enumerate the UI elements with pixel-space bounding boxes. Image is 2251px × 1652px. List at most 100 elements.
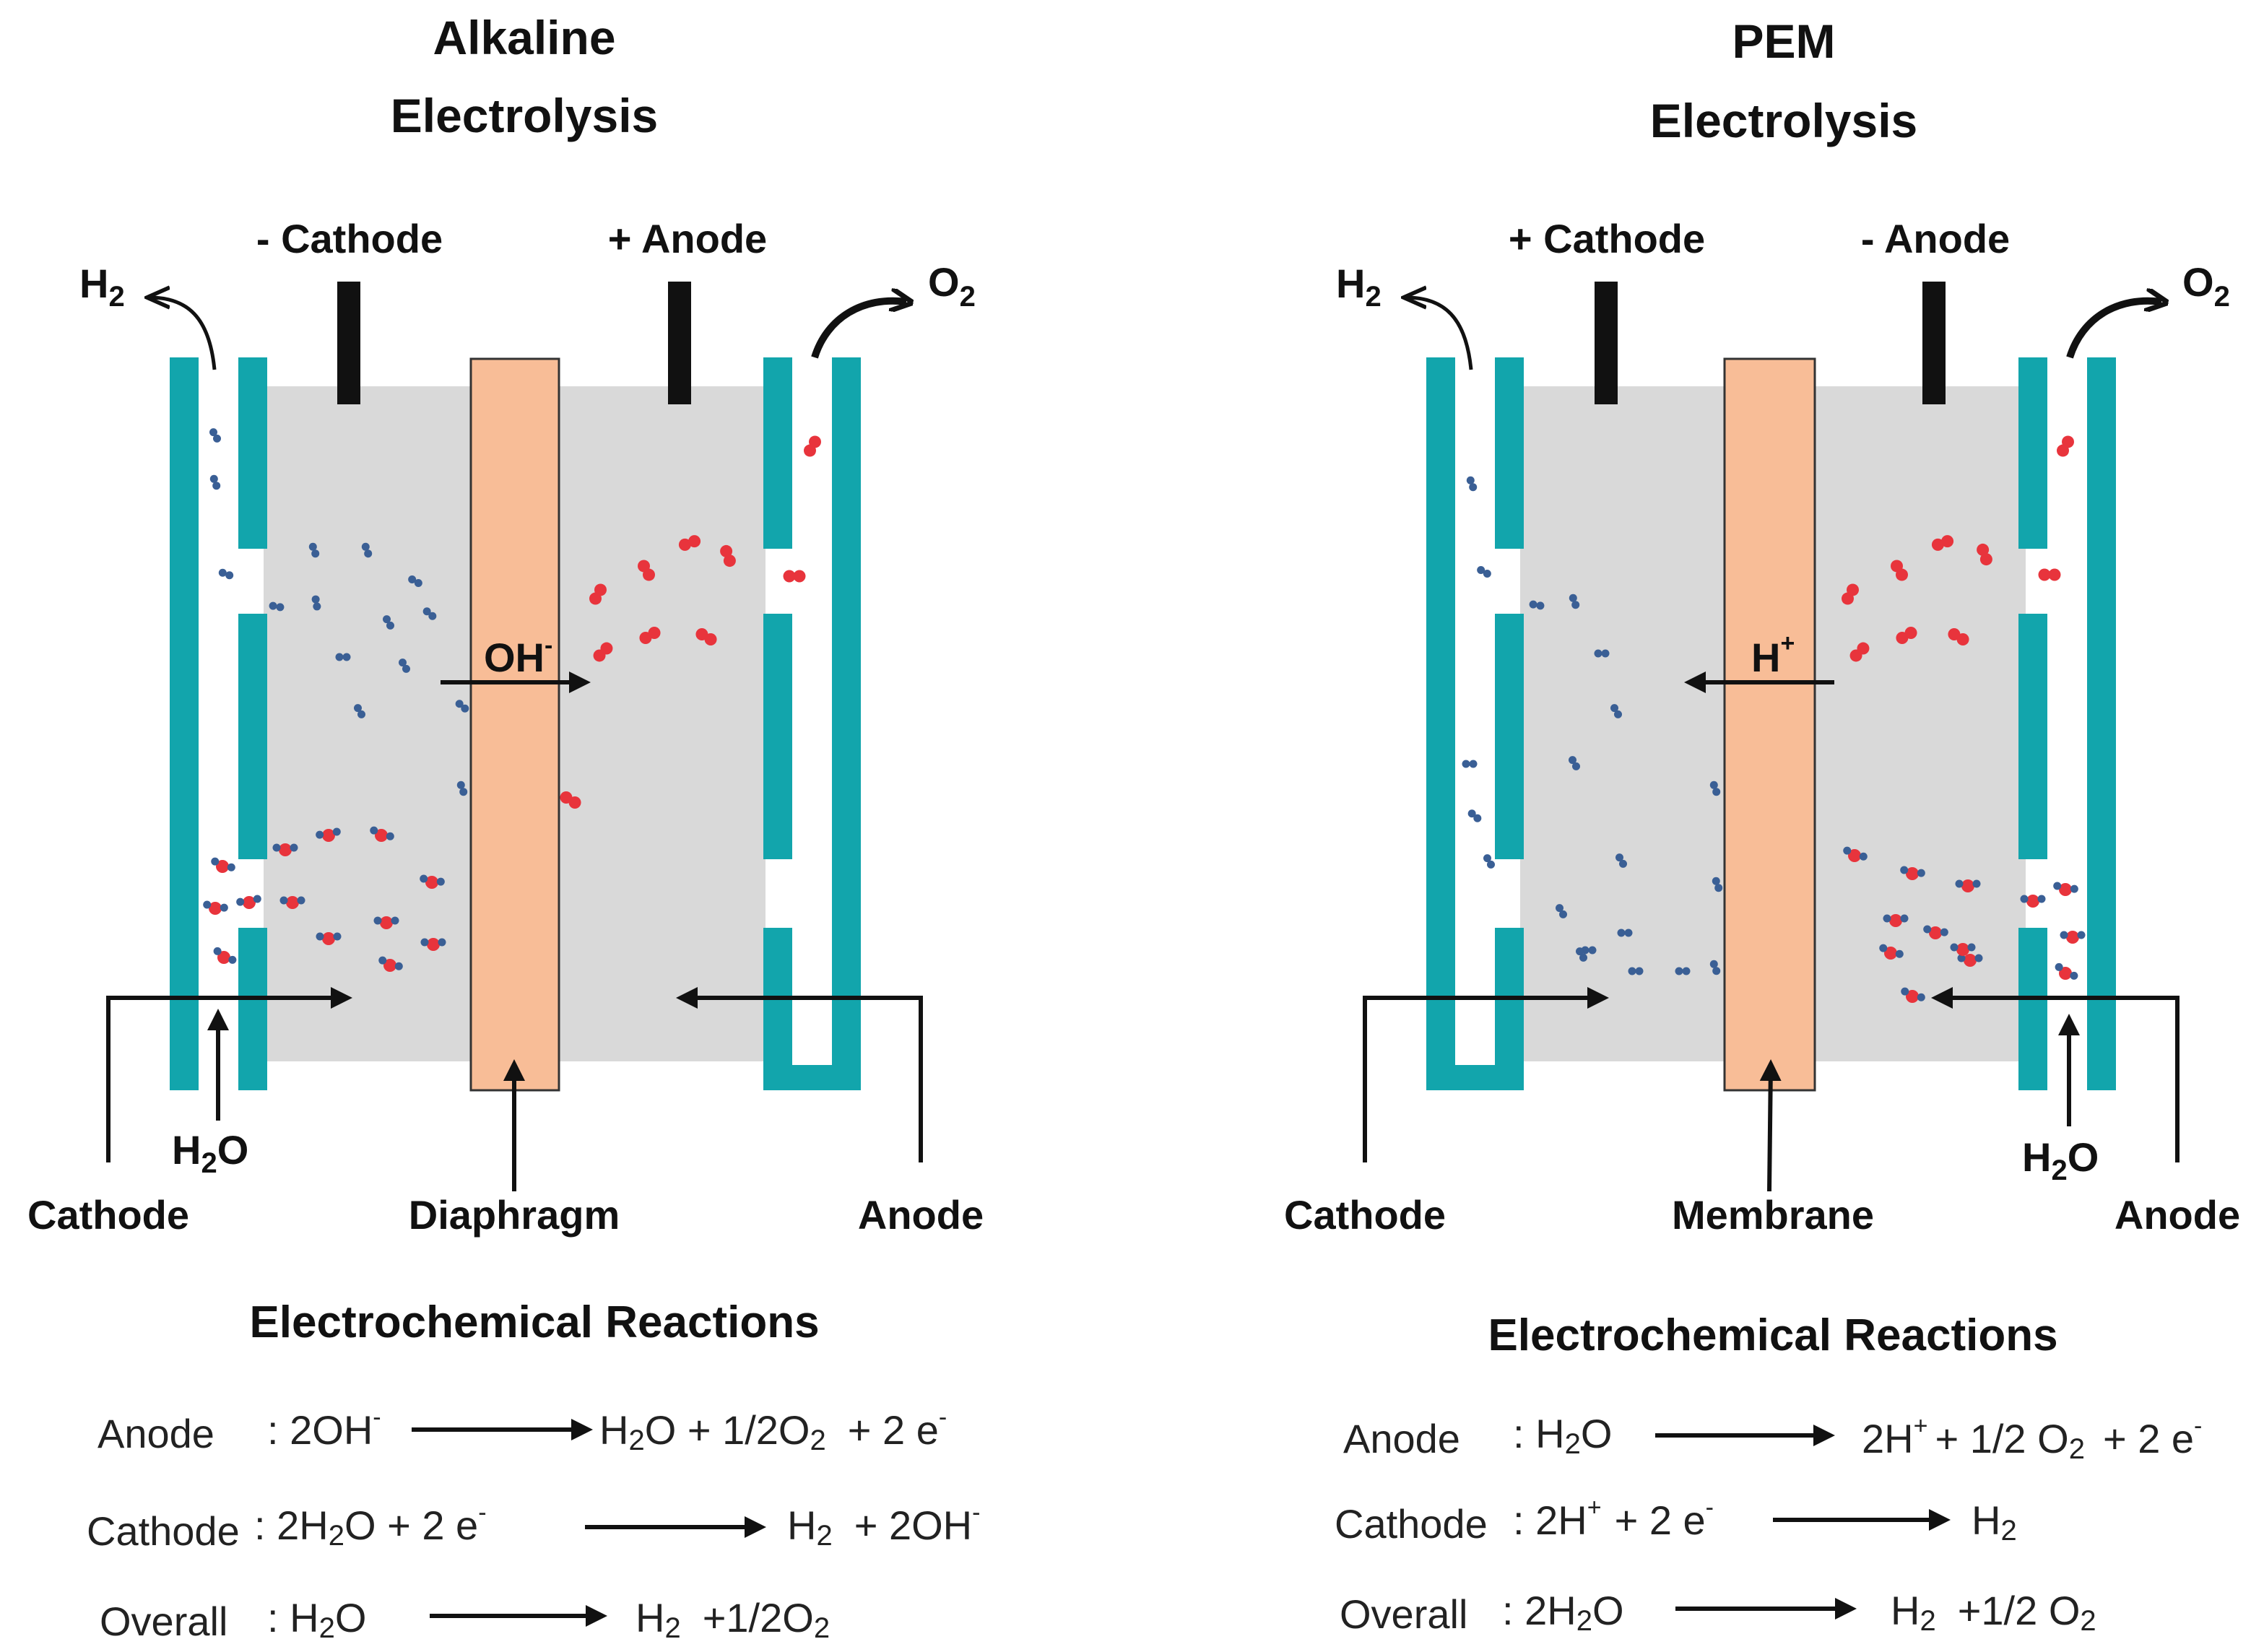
alkaline-title-line2: Electrolysis [391, 89, 659, 142]
oxygen-molecule [1896, 627, 1917, 644]
pem-title-line2: Electrolysis [1650, 94, 1918, 147]
hydrogen-molecule [1615, 853, 1627, 868]
oxygen-molecule [804, 435, 821, 457]
pem-anode-eq-product: 2H++ 1/2 O2+ 2 e- [1862, 1412, 2202, 1465]
hydrogen-molecule [335, 653, 351, 661]
pem-ion-label: H+ [1751, 630, 1795, 680]
water-molecule [1901, 987, 1925, 1003]
alkaline-overall-eq-product: H2+1/2O2 [636, 1595, 830, 1644]
pem-reactions-heading: Electrochemical Reactions [1488, 1310, 2057, 1360]
oxygen-molecule [2038, 568, 2061, 581]
oxygen-molecule [638, 560, 655, 581]
pem-o2-label: O2 [2182, 259, 2230, 313]
pem-anode-eq-label: Anode [1343, 1416, 1460, 1461]
pem-anode-terminal [1922, 282, 1946, 404]
alkaline-reactions: Electrochemical Reactions Anode : 2OH- H… [87, 1297, 980, 1644]
pem-panel: PEM Electrolysis + Cathode - Anode H2 O2… [1284, 14, 2240, 1238]
hydrogen-molecule [218, 568, 234, 580]
hydrogen-molecule [1529, 600, 1545, 610]
oxygen-molecule [593, 642, 613, 662]
water-molecule [1923, 925, 1948, 939]
water-molecule [1957, 954, 1983, 967]
hydrogen-molecule [1467, 809, 1482, 822]
pem-anode-electrode [2018, 357, 2116, 1090]
alkaline-panel: Alkaline Electrolysis - Cathode + Anode [27, 11, 984, 1238]
hydrogen-molecule [455, 700, 469, 713]
pem-title-line1: PEM [1732, 14, 1835, 68]
pem-anode-inflow-arrow [1931, 987, 2180, 1162]
alkaline-anode-eq-label: Anode [97, 1411, 214, 1456]
hydrogen-molecule [1556, 904, 1567, 918]
pem-molecules [1462, 435, 2086, 1003]
oxygen-molecule [695, 628, 717, 645]
water-molecule [2053, 882, 2078, 896]
hydrogen-molecule [399, 658, 410, 673]
water-molecule [2055, 962, 2078, 980]
alkaline-h2-outlet-arrow [149, 297, 217, 370]
water-molecule [2060, 931, 2086, 944]
alkaline-cathode-electrode [170, 357, 267, 1090]
pem-membrane [1723, 357, 1816, 1092]
alkaline-cathode-terminal [337, 282, 360, 404]
pem-anode-label: Anode [2115, 1192, 2240, 1238]
oxygen-molecule [2057, 435, 2074, 457]
pem-anode-terminal-label: - Anode [1861, 216, 2010, 261]
hydrogen-molecule [456, 781, 468, 796]
alkaline-cathode-eq-label: Cathode [87, 1508, 240, 1554]
pem-membrane-label: Membrane [1672, 1192, 1874, 1238]
alkaline-cathode-terminal-label: - Cathode [256, 216, 443, 261]
water-molecule [1883, 914, 1909, 927]
alkaline-title-line1: Alkaline [433, 11, 615, 64]
pem-cathode-eq-label: Cathode [1335, 1501, 1488, 1547]
alkaline-anode-eq-product: H2O + 1/2O2+ 2 e- [599, 1404, 947, 1456]
hydrogen-molecule [1709, 960, 1721, 975]
pem-anode-eq-reactant: : H2O [1513, 1411, 1612, 1460]
hydrogen-molecule [361, 542, 373, 558]
alkaline-cathode-eq-product: H2+ 2OH- [787, 1499, 980, 1552]
hydrogen-molecule [209, 428, 221, 443]
water-molecule [1879, 944, 1904, 960]
hydrogen-molecule [1628, 967, 1644, 975]
oxygen-molecule [589, 583, 607, 605]
hydrogen-molecule [1466, 476, 1478, 492]
water-molecule [272, 843, 298, 856]
hydrogen-molecule [1462, 760, 1478, 768]
alkaline-ion-label: OH- [484, 632, 552, 680]
alkaline-overall-eq-reactant: : H2O [267, 1595, 366, 1644]
alkaline-overall-eq-label: Overall [100, 1599, 227, 1644]
alkaline-cathode-label: Cathode [27, 1192, 189, 1238]
alkaline-molecules [203, 428, 821, 972]
alkaline-cathode-inflow-arrow [106, 987, 352, 1162]
pem-h2-outlet-arrow [1406, 297, 1473, 370]
hydrogen-molecule [308, 542, 320, 558]
hydrogen-molecule [1569, 594, 1580, 609]
pem-cathode-eq-product: H2 [1972, 1497, 2017, 1547]
hydrogen-molecule [383, 615, 394, 630]
oxygen-molecule [1849, 642, 1870, 662]
water-molecule [1900, 866, 1925, 880]
oxygen-molecule [1891, 560, 1908, 581]
oxygen-molecule [783, 570, 806, 583]
pem-water-label: H2O [2022, 1134, 2099, 1186]
alkaline-water-label: H2O [172, 1127, 248, 1179]
hydrogen-molecule [1477, 566, 1491, 578]
water-molecule [378, 956, 403, 972]
hydrogen-molecule [1610, 704, 1622, 718]
pem-overall-eq-label: Overall [1340, 1591, 1467, 1637]
hydrogen-molecule [422, 607, 437, 620]
oxygen-molecule [678, 535, 701, 551]
water-molecule [203, 900, 228, 915]
hydrogen-molecule [1569, 756, 1580, 770]
water-molecule [1843, 846, 1868, 862]
hydrogen-molecule [1594, 649, 1610, 658]
oxygen-molecule [720, 544, 736, 568]
water-molecule [316, 827, 341, 842]
oxygen-molecule [1977, 543, 1992, 566]
hydrogen-molecule [1709, 781, 1721, 796]
alkaline-diaphragm-label: Diaphragm [409, 1192, 620, 1238]
alkaline-anode-inflow-arrow [676, 987, 923, 1162]
water-molecule [316, 932, 342, 945]
water-molecule [1950, 943, 1976, 956]
water-molecule [211, 857, 235, 873]
hydrogen-molecule [269, 601, 285, 612]
